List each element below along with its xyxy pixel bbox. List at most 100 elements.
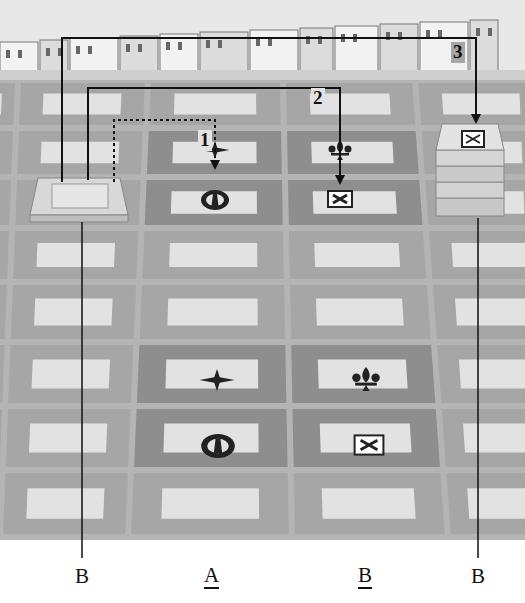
tile	[11, 285, 136, 339]
tile	[429, 231, 525, 279]
window	[126, 44, 130, 52]
fleur-symbol	[352, 374, 360, 382]
leader-lines	[82, 218, 478, 558]
building	[120, 36, 158, 72]
tile	[446, 473, 525, 534]
star-symbol	[199, 369, 234, 391]
building	[335, 26, 378, 72]
tile-field	[167, 299, 257, 326]
tile	[137, 345, 286, 403]
square-symbol	[355, 435, 384, 454]
tile	[13, 231, 138, 279]
building	[250, 30, 298, 72]
orb-symbol	[214, 439, 222, 453]
window	[76, 46, 80, 54]
orb-symbol	[207, 439, 229, 453]
tile-field	[314, 243, 400, 267]
tile	[142, 231, 284, 279]
column-label: B	[358, 564, 372, 589]
tile	[19, 83, 145, 125]
square-symbol	[333, 195, 347, 203]
tile	[145, 180, 283, 225]
tile-field	[311, 142, 393, 164]
window	[178, 42, 182, 50]
column-label: B	[471, 565, 485, 588]
building	[380, 24, 418, 72]
tile	[290, 285, 431, 339]
tile	[0, 285, 7, 339]
square-symbol	[328, 191, 352, 207]
tile-field	[467, 488, 525, 519]
tile	[134, 409, 288, 467]
building	[420, 22, 468, 72]
tile-field	[313, 191, 397, 214]
callout-number: 3	[451, 42, 465, 63]
tile-field	[161, 488, 259, 519]
orb-symbol	[201, 434, 235, 458]
tile	[0, 180, 11, 225]
window	[166, 42, 170, 50]
tile	[425, 180, 525, 225]
tile-symbols	[199, 140, 383, 458]
building	[40, 40, 68, 72]
tile-field	[41, 142, 120, 164]
fleur-symbol	[345, 146, 352, 153]
tile-field	[43, 94, 122, 115]
window	[46, 48, 50, 56]
left-tower	[30, 178, 128, 222]
orb-symbol	[212, 194, 219, 206]
tile-field	[36, 243, 115, 267]
tile	[149, 83, 281, 125]
tile	[0, 131, 13, 174]
window	[206, 40, 210, 48]
city-wall	[0, 70, 525, 80]
tile-field	[34, 299, 113, 326]
callout-number: 2	[311, 88, 325, 109]
fleur-symbol	[362, 367, 369, 383]
tile	[288, 180, 423, 225]
city-buildings	[0, 20, 498, 72]
tile	[0, 345, 5, 403]
tile-field	[316, 299, 404, 326]
building	[70, 38, 118, 72]
tile	[286, 83, 415, 125]
tile-field	[451, 243, 525, 267]
window	[476, 28, 480, 36]
tile	[17, 131, 142, 174]
tile	[291, 345, 435, 403]
tile-field	[165, 360, 258, 389]
window	[256, 38, 260, 46]
fleur-symbol	[329, 146, 336, 153]
tile	[0, 231, 9, 279]
tile-field	[455, 299, 525, 326]
window	[88, 46, 92, 54]
tile	[0, 409, 2, 467]
move-paths	[62, 38, 476, 183]
fleur-symbol	[362, 385, 369, 391]
tile	[289, 231, 426, 279]
window	[138, 44, 142, 52]
building	[300, 28, 333, 72]
orb-symbol	[206, 194, 224, 206]
square-symbol	[361, 440, 378, 450]
tile	[418, 83, 525, 125]
building	[470, 20, 498, 72]
tile-field	[442, 94, 521, 115]
tile-field	[459, 360, 525, 389]
tile	[294, 473, 445, 534]
tile	[292, 409, 439, 467]
board-tiles	[0, 83, 525, 534]
column-label: B	[75, 565, 89, 588]
tile	[8, 345, 133, 403]
tile	[0, 83, 15, 125]
tile-field	[322, 488, 416, 519]
tile	[437, 345, 525, 403]
window	[218, 40, 222, 48]
right-tower	[436, 124, 504, 216]
tile-field	[463, 424, 525, 453]
tile-field	[169, 243, 257, 267]
tile-field	[171, 191, 257, 214]
tile	[131, 473, 289, 534]
